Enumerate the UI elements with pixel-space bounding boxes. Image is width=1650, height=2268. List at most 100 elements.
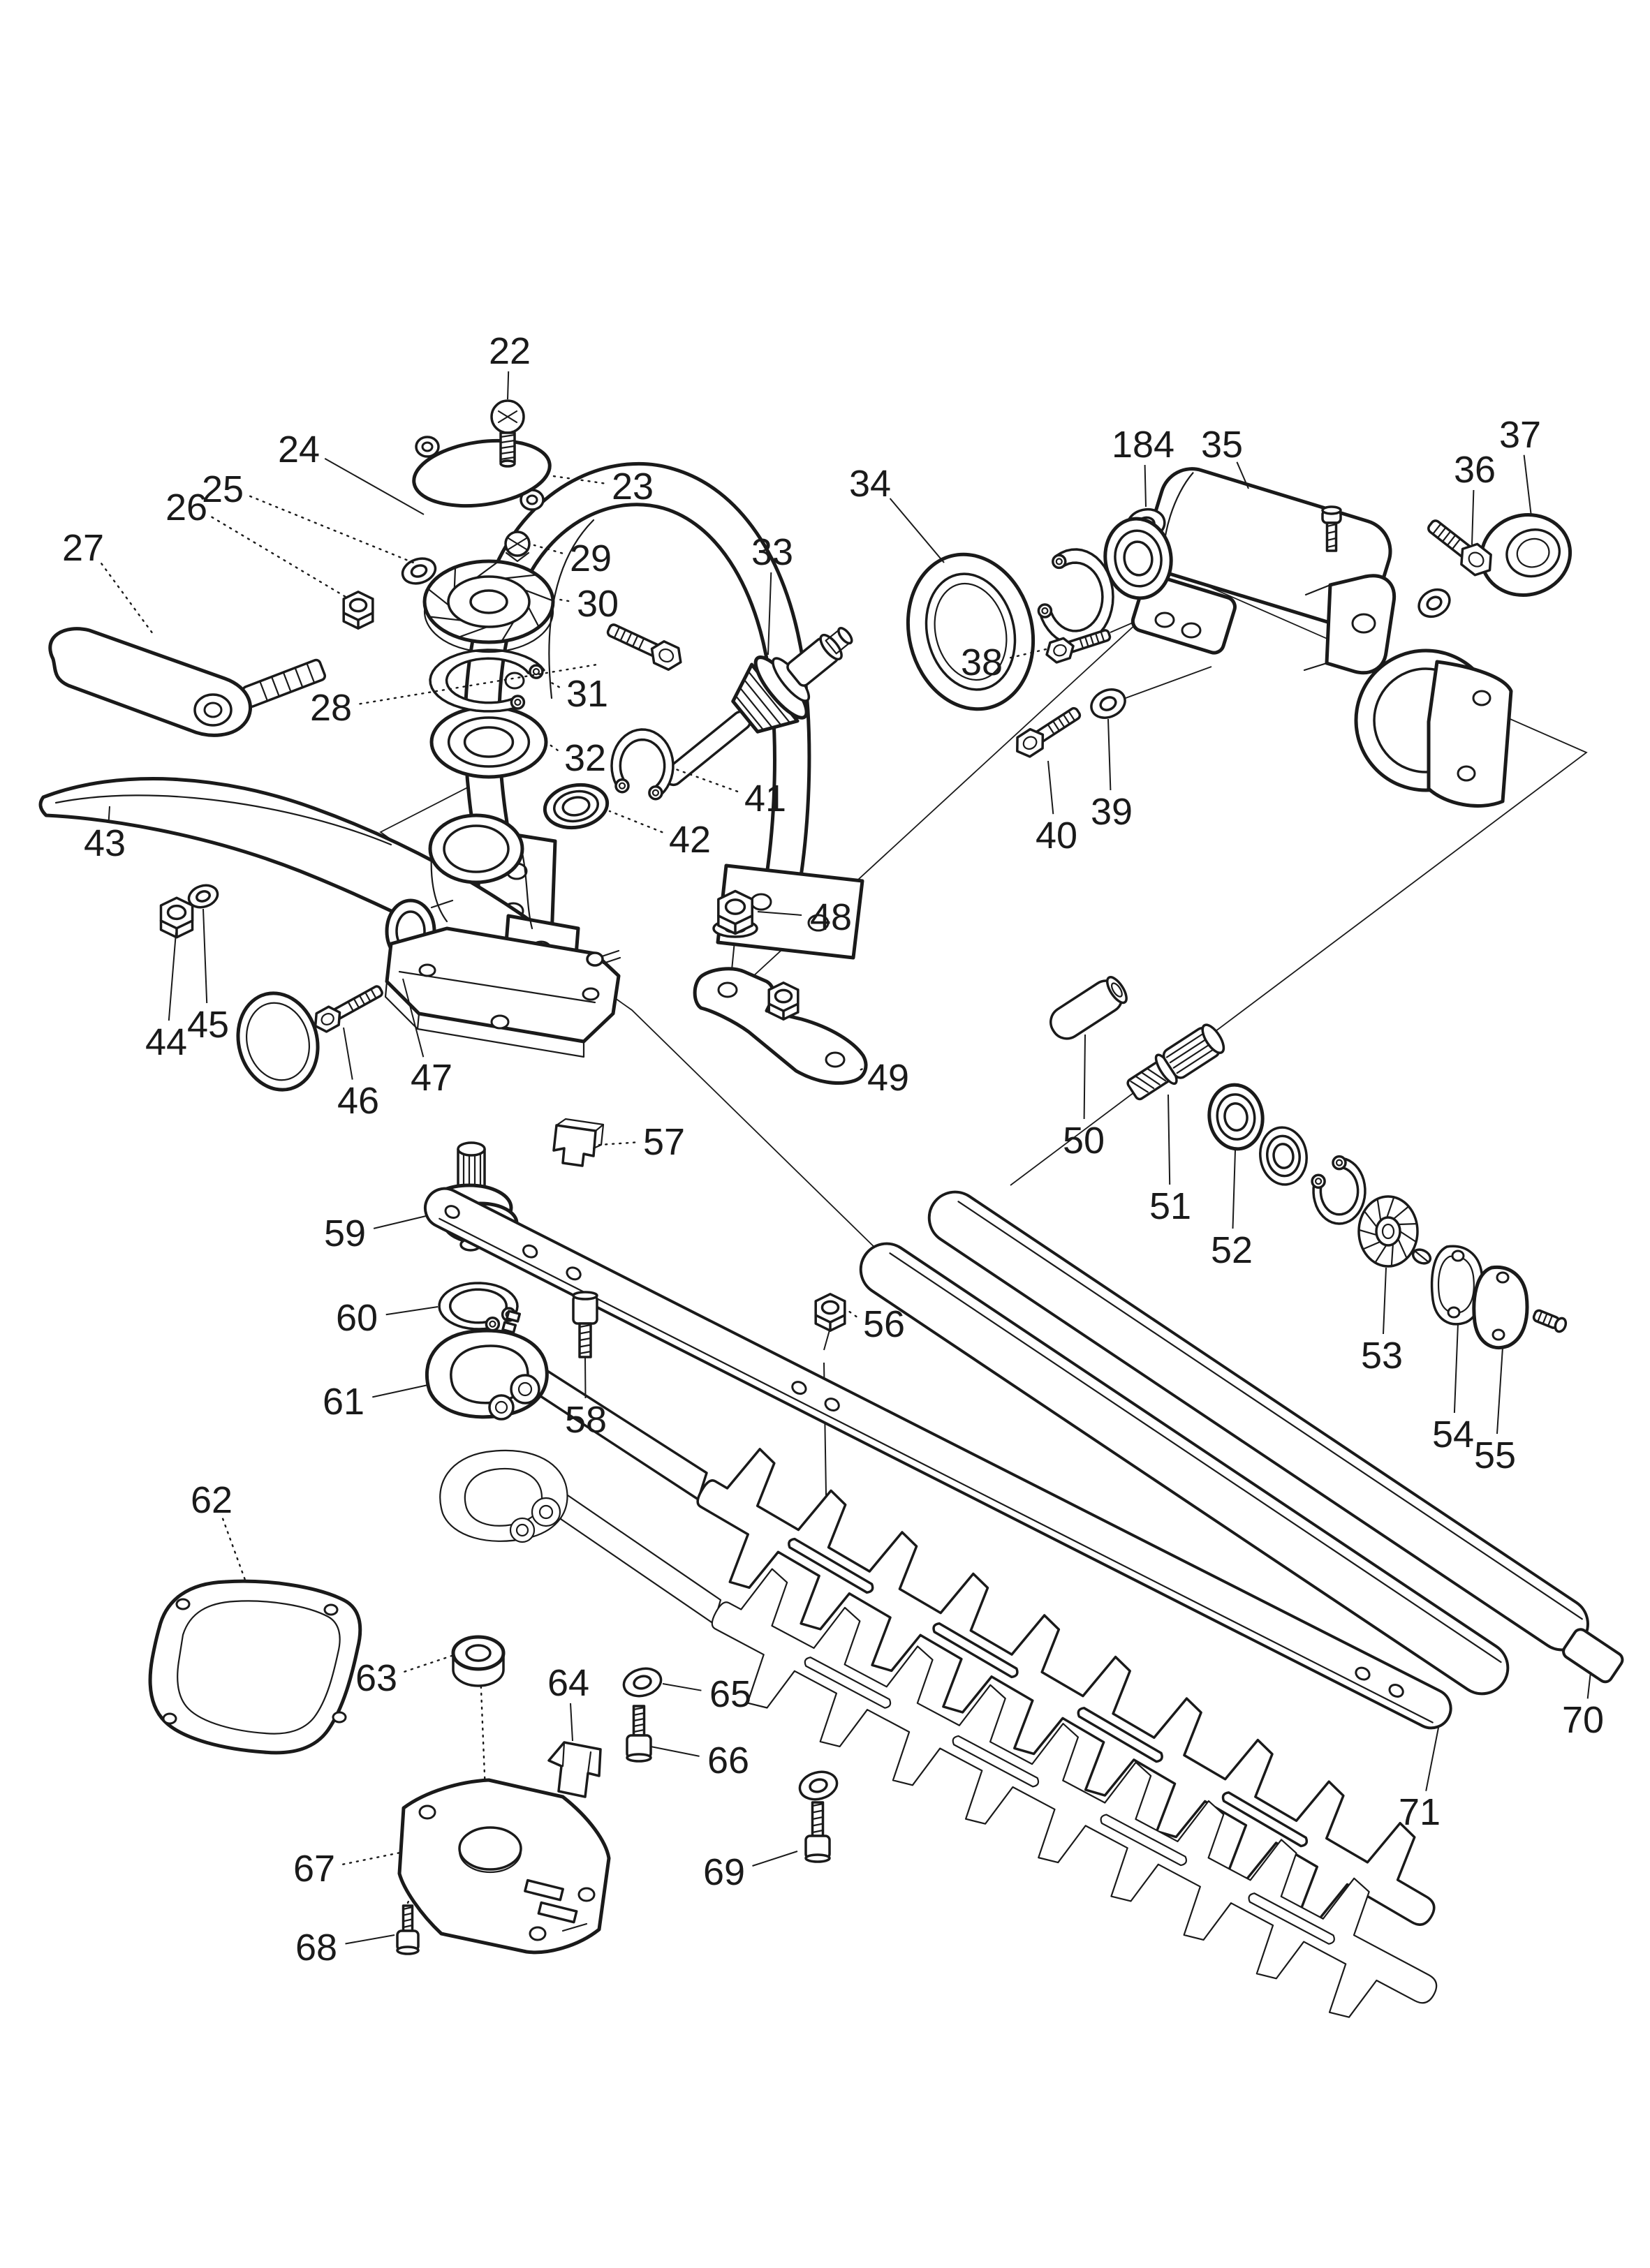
- part-label-52: 52: [1211, 1229, 1253, 1271]
- housing-47-flange: [385, 926, 621, 1044]
- bar-hole: [791, 1381, 807, 1395]
- part-60-lock-ring: [438, 1282, 522, 1334]
- generated-parts: [159, 399, 1492, 2018]
- part-label-62: 62: [191, 1479, 233, 1521]
- leader-26: [211, 516, 351, 600]
- leader-46: [343, 1027, 353, 1080]
- part-67-blade-guide-plate: [397, 1778, 611, 1955]
- part-label-24: 24: [278, 429, 320, 470]
- leader-45: [202, 908, 208, 1004]
- part-50-coupling-sleeve: [1049, 976, 1128, 1040]
- leader-25: [249, 495, 415, 564]
- part-label-70: 70: [1562, 1699, 1604, 1741]
- leader-57: [598, 1141, 636, 1146]
- part-label-35: 35: [1201, 424, 1243, 466]
- part-42-ball-bearing: [543, 783, 610, 830]
- part-57-clamp-bracket: [552, 1118, 605, 1167]
- part-62-gasket: [148, 1579, 362, 1755]
- part-71-blade-support-bar: [423, 1187, 1452, 1730]
- leader-59: [373, 1215, 427, 1229]
- part-label-37: 37: [1499, 414, 1541, 456]
- leader-60: [385, 1306, 439, 1316]
- snap-ring-sub-lower: [1311, 1155, 1367, 1225]
- part-65-washer: [622, 1667, 663, 1698]
- leader-63: [404, 1654, 453, 1673]
- part-54-gasket: [1430, 1245, 1484, 1326]
- part-44-nut: [159, 896, 194, 939]
- leader-28: [359, 663, 598, 705]
- part-36-washer: [1417, 588, 1451, 618]
- part-48-flange-nut: [717, 889, 753, 935]
- part-32-ball-bearing: [429, 705, 548, 779]
- leader-23: [552, 475, 605, 484]
- leader-34: [889, 498, 945, 563]
- part-41-snap-ring: [610, 728, 675, 801]
- part-label-36: 36: [1454, 449, 1496, 491]
- leader-61: [372, 1384, 429, 1398]
- part-label-67: 67: [293, 1848, 335, 1890]
- leader-51: [1167, 1094, 1171, 1185]
- part-label-22: 22: [489, 330, 531, 372]
- part-label-46: 46: [337, 1080, 379, 1122]
- leader-68: [345, 1934, 395, 1945]
- bar-hole: [444, 1205, 460, 1220]
- part-47-gear-housing: [384, 813, 621, 1058]
- part-label-34: 34: [849, 463, 891, 505]
- part-27-handle-lever: [48, 627, 326, 737]
- leader-33: [767, 572, 772, 655]
- leader-39: [1107, 718, 1112, 791]
- part-26-nut: [342, 591, 374, 630]
- leader-29: [533, 544, 563, 554]
- part-68-screw: [396, 1904, 420, 1955]
- housing-cover-disc: [236, 991, 320, 1092]
- part-label-69: 69: [703, 1851, 745, 1893]
- leader-31: [549, 681, 560, 688]
- leader-42: [608, 810, 663, 833]
- blade-link-lower: [439, 1449, 722, 1625]
- part-55-cover: [1472, 1265, 1568, 1350]
- part-label-63: 63: [355, 1657, 397, 1699]
- leader-55: [1496, 1347, 1503, 1435]
- leader-24: [324, 458, 425, 515]
- part-40-bolt: [1016, 706, 1082, 758]
- leader-53: [1383, 1267, 1387, 1335]
- part-64-guide-block: [547, 1741, 602, 1798]
- leader-65: [662, 1683, 702, 1691]
- leader-56: [847, 1310, 857, 1318]
- part-label-49: 49: [867, 1057, 909, 1099]
- part-label-44: 44: [145, 1021, 187, 1063]
- leader-43: [108, 806, 110, 822]
- leader-50: [1083, 1034, 1086, 1120]
- part-29-clip: [504, 531, 531, 563]
- part-label-27: 27: [62, 527, 104, 569]
- leader-69: [752, 1851, 798, 1867]
- part-label-61: 61: [323, 1381, 364, 1423]
- part-63-roller-bushing: [451, 1635, 506, 1687]
- part-label-30: 30: [577, 583, 619, 625]
- part-36-bolt: [1427, 519, 1492, 577]
- part-61-blade-link-upper: [425, 1328, 708, 1501]
- part-label-42: 42: [669, 819, 711, 861]
- part-label-39: 39: [1091, 791, 1133, 833]
- part-69-washer: [798, 1770, 839, 1801]
- part-label-40: 40: [1036, 815, 1077, 857]
- part-label-25: 25: [202, 468, 244, 510]
- bar-hole: [522, 1244, 538, 1259]
- part-label-47: 47: [411, 1057, 452, 1099]
- leader-36: [1471, 489, 1475, 545]
- part-45-washer: [187, 884, 219, 909]
- leader-64: [570, 1703, 573, 1742]
- part-label-59: 59: [324, 1213, 366, 1254]
- part-label-54: 54: [1432, 1414, 1474, 1455]
- part-33-pinion-shaft: [663, 627, 853, 787]
- part-label-53: 53: [1361, 1335, 1403, 1377]
- part-52-ball-bearing: [1207, 1083, 1265, 1151]
- part-label-26: 26: [165, 487, 207, 528]
- part-38-screw: [1045, 629, 1112, 664]
- part-label-58: 58: [565, 1399, 607, 1441]
- part-label-32: 32: [564, 737, 606, 779]
- leader-54: [1453, 1323, 1459, 1414]
- leader-35: [1236, 461, 1249, 489]
